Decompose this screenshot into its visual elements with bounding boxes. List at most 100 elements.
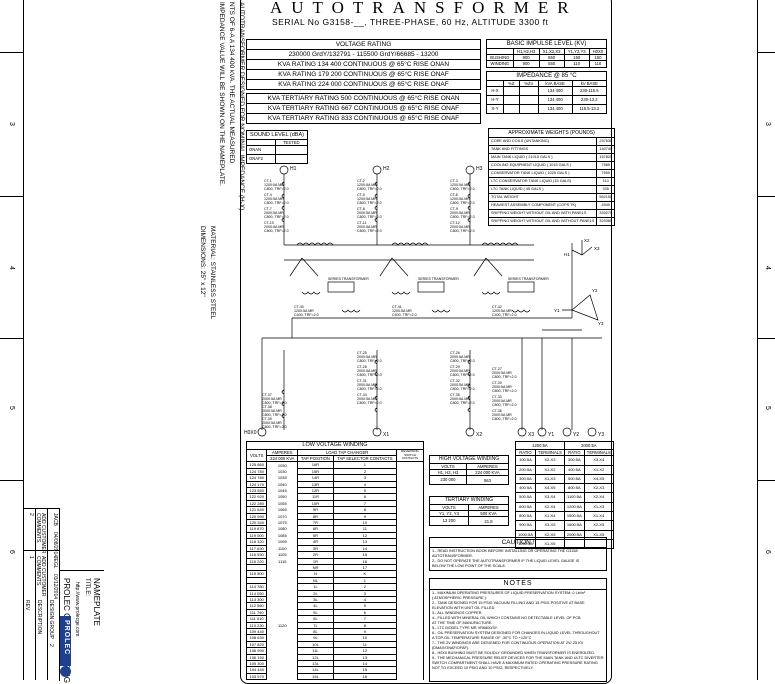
voltage-rating-header: VOLTAGE RATING xyxy=(246,39,481,50)
ct-ratio-cell: X1-X2 xyxy=(534,464,565,475)
lvw-cell: 111 010 xyxy=(245,615,268,623)
lvw-cell: 1040 xyxy=(266,481,299,488)
title-label: TITLE: xyxy=(84,578,90,597)
series-transformer-2 xyxy=(417,281,445,293)
reversing-switch-cell xyxy=(396,570,424,578)
ct-label: CT-11 xyxy=(357,221,367,225)
ct-label: C800, TRF=2.0 xyxy=(357,229,382,233)
lvw-cell: 1 xyxy=(332,576,398,585)
bil-cell: 150 xyxy=(588,54,608,62)
ct-label: C800, TRF=2.0 xyxy=(357,401,382,405)
ct-label: C800, TRF=2.0 xyxy=(492,389,517,393)
ct-label: 1200:5A MR xyxy=(264,183,284,187)
ct-label: CT-40 xyxy=(294,305,304,309)
lvw-cell: 1035 xyxy=(266,474,299,482)
lvw-cell: 114 050 xyxy=(245,589,268,597)
material-note-2: DIMENSIONS: 25" x 12" xyxy=(199,226,206,297)
bushing-h2-icon xyxy=(372,165,382,175)
ct-label: 2000:5A MR xyxy=(357,355,377,359)
impedance-cell xyxy=(518,94,539,105)
lvw-cell: K xyxy=(332,570,398,578)
ct-ratio-cell: 800:5A xyxy=(563,483,585,494)
series-transformer-3 xyxy=(507,281,535,293)
ct-label: CT-27 xyxy=(492,367,502,371)
impedance-cell: 134 400 xyxy=(537,103,573,114)
lvw-cell xyxy=(266,602,299,610)
weight-value: 329360 xyxy=(596,217,616,226)
ct-label: CT-28 xyxy=(357,365,367,369)
lvw-cell: 14 xyxy=(332,544,398,553)
note-line: 3.- ALL WINDINGS COPPER. xyxy=(432,611,483,615)
lvw-cell xyxy=(266,673,299,680)
ct-label: CT-33 xyxy=(492,395,502,399)
reversing-switch-cell xyxy=(396,500,424,507)
lvw-cell: 1045 xyxy=(266,487,299,494)
lvw-cell xyxy=(266,634,299,642)
schematic-diagram: H1 H2 H3 H0X0 X1 X2 X3 Y1 Y2 Y3 X2 X3 H1… xyxy=(244,165,604,438)
ct-label: CT-6 xyxy=(450,193,458,197)
lvw-cell: 3 xyxy=(332,589,398,597)
ct-label: 1200:5A MR xyxy=(450,197,470,201)
reversing-switch-cell xyxy=(396,545,424,552)
ct-ratio-cell: X4-X5 xyxy=(534,483,565,494)
bushing-x3-label: X3 xyxy=(528,432,534,438)
caution-header: CAUTION ! xyxy=(430,538,606,548)
lvw-cell: 1030 xyxy=(266,461,299,469)
reversing-switch-cell xyxy=(396,634,424,642)
tw-cell: 13 200 xyxy=(429,516,469,527)
ct-label: 2000:5A MR xyxy=(450,383,470,387)
ct-ratio-cell: X1-X3 xyxy=(534,473,565,485)
lvw-cell: 12 xyxy=(332,647,398,655)
lvw-sub: 224 000 KVA xyxy=(266,455,299,463)
caution-line: AUTOTRANSFORMER. xyxy=(432,554,473,558)
ct-ratio-cell: X2-X3 xyxy=(534,455,565,466)
ct-label: 2000:5A MR xyxy=(357,383,377,387)
lvw-cell: 108 630 xyxy=(245,634,268,642)
low-voltage-winding-box: LOW VOLTAGE WINDING VOLTS AMPERES LOAD T… xyxy=(245,441,424,681)
weights-header: APPROXIMATE WEIGHTS (POUNDS) xyxy=(487,128,616,138)
nameplate-title: AUTOTRANSFORMER xyxy=(270,0,578,17)
lvw-cell: 1070 xyxy=(266,513,299,520)
tertiary-rating-onan: KVA TERTIARY RATING 500 CONTINUOUS @ 65°… xyxy=(246,93,481,104)
tw-col: AMPERES xyxy=(468,503,509,512)
tertiary-bus xyxy=(291,243,582,338)
rev-divider xyxy=(47,508,48,680)
bil-col: H0X0 xyxy=(588,47,608,56)
ct-label: C800, TRF=2.0 xyxy=(357,215,382,219)
right-tick-1 xyxy=(757,52,775,53)
impedance-cell: 115.5-13.2 xyxy=(571,103,608,114)
revision-block xyxy=(23,508,59,681)
ct-label: 2000:5A MR xyxy=(492,399,512,403)
ct-ratio-cell: 100:5A xyxy=(515,455,536,466)
lvw-cell xyxy=(266,647,299,655)
ct-ratio-cell: 1100:5A xyxy=(563,492,585,503)
ct-ratio-box: 1200:5A 2000:5A RATIO TERMINALS RATIO TE… xyxy=(515,441,614,550)
lvw-cell: 112 560 xyxy=(245,602,268,610)
lvw-sub: TAP POSITION xyxy=(297,455,334,463)
vector-x2-label: X2 xyxy=(584,238,590,243)
bushing-h3-label: H3 xyxy=(476,166,483,172)
lvw-header: LOW VOLTAGE WINDING xyxy=(246,441,424,450)
lvw-cell: 106 150 xyxy=(245,653,268,662)
ct-label: C800, TRF=2.0 xyxy=(450,401,475,405)
ct-label: 2000:5A MR xyxy=(450,369,470,373)
ct-label: C400, TRF=2.0 xyxy=(392,313,417,317)
lvw-cell: 15 xyxy=(332,666,398,674)
lvw-cell xyxy=(266,609,299,616)
ct-label: C800, TRF=2.0 xyxy=(264,187,289,191)
bushing-y3-label: Y3 xyxy=(598,432,604,438)
reversing-switch-cell xyxy=(396,525,424,533)
note-line: ELEVATION WITH UNIT OIL FILLED. xyxy=(432,606,496,610)
note-line: ( ATMOSPHERIC PRESSURE ). xyxy=(432,596,487,600)
lvw-cell: 119 000 xyxy=(245,531,268,540)
top-ct-stack-1 xyxy=(281,181,285,223)
rev-divider xyxy=(35,508,36,680)
hvw-sub: 224 000 KVA xyxy=(465,469,510,477)
sound-cell xyxy=(274,154,309,165)
lvw-cell: 16 xyxy=(332,672,398,681)
bushing-y2-label: Y2 xyxy=(573,432,579,438)
tap-changer-lines xyxy=(289,257,503,277)
ct-label: C800, TRF=2.0 xyxy=(450,215,475,219)
ct-ratio-cell: X1-X5 xyxy=(583,529,614,540)
bushing-x2-icon xyxy=(465,427,475,437)
